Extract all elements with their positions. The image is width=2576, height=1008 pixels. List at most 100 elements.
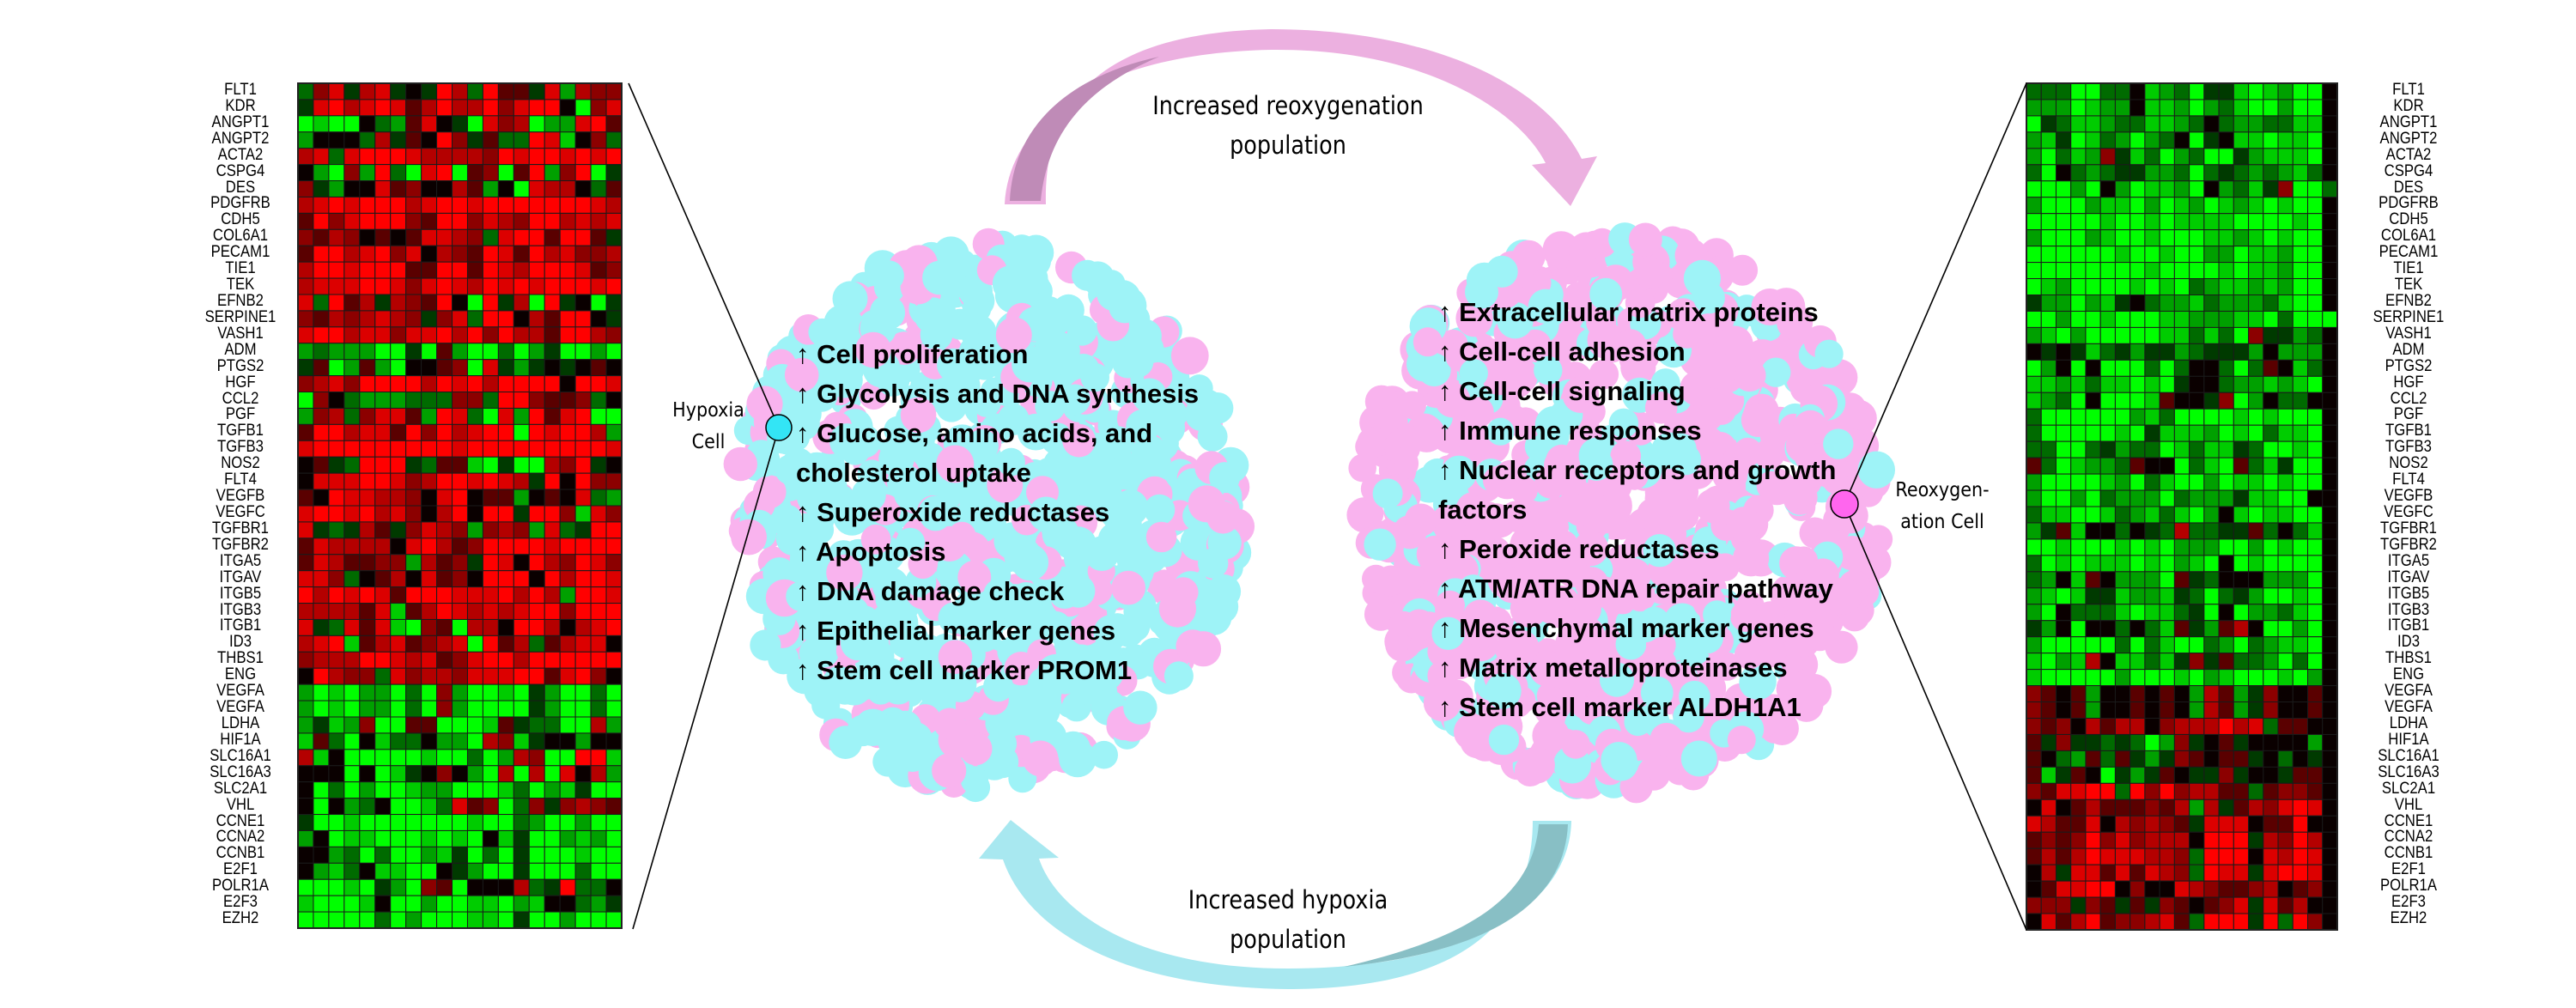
- gene-label: FLT4: [224, 471, 257, 489]
- heatmap-cell: [359, 359, 376, 377]
- heatmap-cell: [421, 261, 438, 279]
- heatmap-cell: [497, 700, 514, 718]
- heatmap-cell: [2173, 408, 2190, 426]
- heatmap-cell: [574, 375, 592, 393]
- heatmap-cell: [313, 570, 330, 588]
- heatmap-cell: [513, 878, 530, 896]
- heatmap-cell: [574, 82, 592, 100]
- heatmap-cell: [2203, 669, 2220, 687]
- heatmap-cell: [574, 212, 592, 230]
- heatmap-cell: [405, 667, 422, 685]
- heatmap-cell: [2055, 489, 2072, 507]
- heatmap-cell: [2099, 782, 2116, 800]
- heatmap-cell: [2026, 180, 2042, 198]
- heatmap-cell: [2189, 604, 2205, 622]
- gene-label: CDH5: [2389, 210, 2428, 229]
- heatmap-cell: [2203, 538, 2220, 556]
- heatmap-cell: [328, 326, 345, 344]
- gene-label: CSPG4: [2384, 161, 2433, 180]
- heatmap-cell: [528, 440, 545, 458]
- reoxygenation-connector-top: [1844, 82, 2027, 505]
- heatmap-cell: [559, 700, 576, 718]
- heatmap-cell: [359, 700, 376, 718]
- heatmap-cell: [574, 456, 592, 474]
- heatmap-cell: [2322, 131, 2338, 149]
- heatmap-cell: [482, 456, 499, 474]
- heatmap-cell: [405, 570, 422, 588]
- heatmap-cell: [2189, 262, 2205, 280]
- cell-dot: [1170, 337, 1209, 375]
- heatmap-cell: [528, 862, 545, 880]
- heatmap-cell: [497, 343, 514, 361]
- cell-dot: [1431, 505, 1464, 537]
- heatmap-cell: [2173, 326, 2190, 344]
- heatmap-cell: [2099, 766, 2116, 784]
- heatmap-cell: [436, 846, 453, 864]
- heatmap-cell: [452, 277, 468, 295]
- heatmap-cell: [2277, 669, 2293, 687]
- heatmap-cell: [2277, 262, 2293, 280]
- heatmap-cell: [2263, 359, 2279, 377]
- heatmap-cell: [313, 651, 330, 669]
- heatmap-cell: [374, 651, 392, 669]
- heatmap-cell: [2159, 392, 2175, 410]
- heatmap-cell: [2159, 115, 2175, 133]
- heatmap-cell: [2203, 847, 2220, 865]
- heatmap-cell: [2129, 197, 2146, 215]
- heatmap-cell: [544, 164, 561, 182]
- gene-label: TGFBR1: [212, 519, 269, 537]
- heatmap-cell: [343, 911, 361, 929]
- heatmap-cell: [374, 180, 392, 197]
- heatmap-cell: [328, 618, 345, 636]
- gene-label: VEGFA: [2385, 698, 2433, 717]
- heatmap-cell: [513, 423, 530, 441]
- heatmap-cell: [605, 180, 623, 197]
- heatmap-cell: [2189, 82, 2205, 100]
- heatmap-cell: [359, 148, 376, 166]
- heatmap-cell: [2248, 262, 2264, 280]
- cell-dot: [1735, 640, 1765, 670]
- cell-dot: [1440, 643, 1477, 680]
- hypoxia-arrow-label: Increased hypoxia population: [1137, 880, 1439, 959]
- heatmap-cell: [2189, 896, 2205, 914]
- heatmap-cell: [2114, 440, 2131, 458]
- heatmap-cell: [528, 148, 545, 166]
- heatmap-cell: [2026, 815, 2042, 833]
- heatmap-cell: [2055, 733, 2072, 751]
- cell-dot: [775, 521, 811, 556]
- cell-dot: [1465, 275, 1498, 309]
- cell-dot: [1206, 501, 1240, 534]
- heatmap-cell: [513, 505, 530, 523]
- heatmap-cell: [374, 700, 392, 718]
- reoxygenation-cell-marker: [1830, 489, 1859, 519]
- heatmap-cell: [297, 375, 314, 393]
- heatmap-cell: [497, 570, 514, 588]
- heatmap-cell: [559, 829, 576, 847]
- heatmap-cell: [513, 862, 530, 880]
- heatmap-cell: [2099, 653, 2116, 671]
- heatmap-cell: [466, 180, 483, 197]
- heatmap-cell: [2218, 913, 2234, 931]
- heatmap-cell: [2292, 913, 2309, 931]
- heatmap-cell: [421, 212, 438, 230]
- heatmap-cell: [2099, 799, 2116, 817]
- heatmap-cell: [2218, 99, 2234, 117]
- gene-label: PTGS2: [216, 356, 264, 375]
- heatmap-cell: [2292, 424, 2309, 442]
- heatmap-cell: [390, 603, 407, 620]
- heatmap-cell: [2129, 326, 2146, 344]
- heatmap-cell: [574, 115, 592, 133]
- cell-dot: [1080, 362, 1109, 392]
- heatmap-cell: [2085, 82, 2101, 100]
- heatmap-cell: [436, 277, 453, 295]
- heatmap-cell: [497, 212, 514, 230]
- heatmap-cell: [2307, 278, 2324, 295]
- heatmap-cell: [2026, 213, 2042, 231]
- heatmap-cell: [359, 407, 376, 425]
- heatmap-cell: [590, 732, 607, 750]
- gene-label: CCNE1: [2384, 811, 2433, 830]
- heatmap-cell: [2070, 701, 2087, 719]
- heatmap-cell: [405, 326, 422, 344]
- heatmap-cell: [544, 651, 561, 669]
- heatmap-cell: [2144, 326, 2160, 344]
